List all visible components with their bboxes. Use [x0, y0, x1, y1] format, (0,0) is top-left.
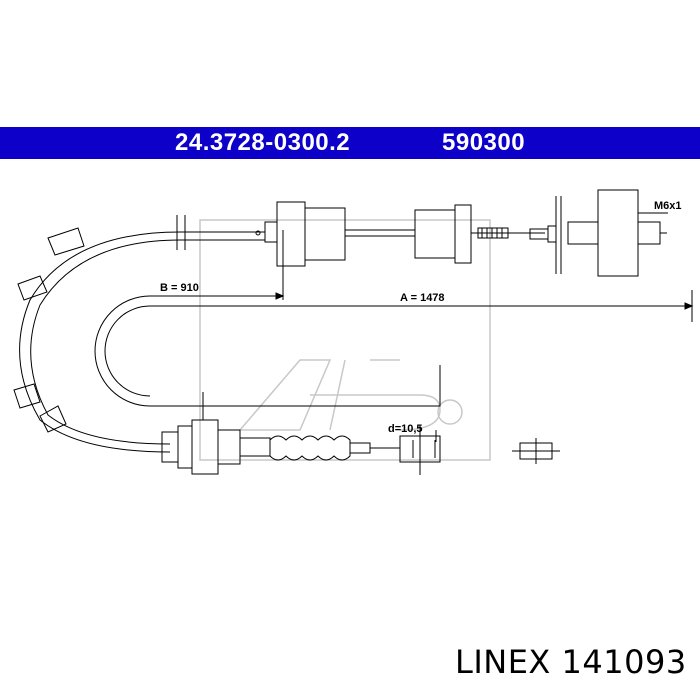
part-number: 24.3728-0300.2 — [175, 129, 351, 156]
dimension-a-label: A = 1478 — [400, 292, 445, 304]
footer-label: LINEX 141093 — [455, 643, 687, 681]
cable-sheath — [13, 215, 265, 453]
lower-end-fitting — [161, 392, 441, 475]
dimension-arrows — [150, 292, 694, 310]
title-banner: 24.3728-0300.2 590300 — [0, 127, 700, 159]
upper-adjuster — [255, 189, 668, 277]
dimension-b-label: B = 910 — [160, 282, 199, 294]
reference-number: 590300 — [442, 129, 526, 156]
thread-size-label: M6x1 — [654, 200, 682, 212]
routing-outline — [94, 230, 693, 407]
dimension-d-label: d=10,5 — [388, 423, 423, 435]
clip-detail — [512, 438, 560, 464]
